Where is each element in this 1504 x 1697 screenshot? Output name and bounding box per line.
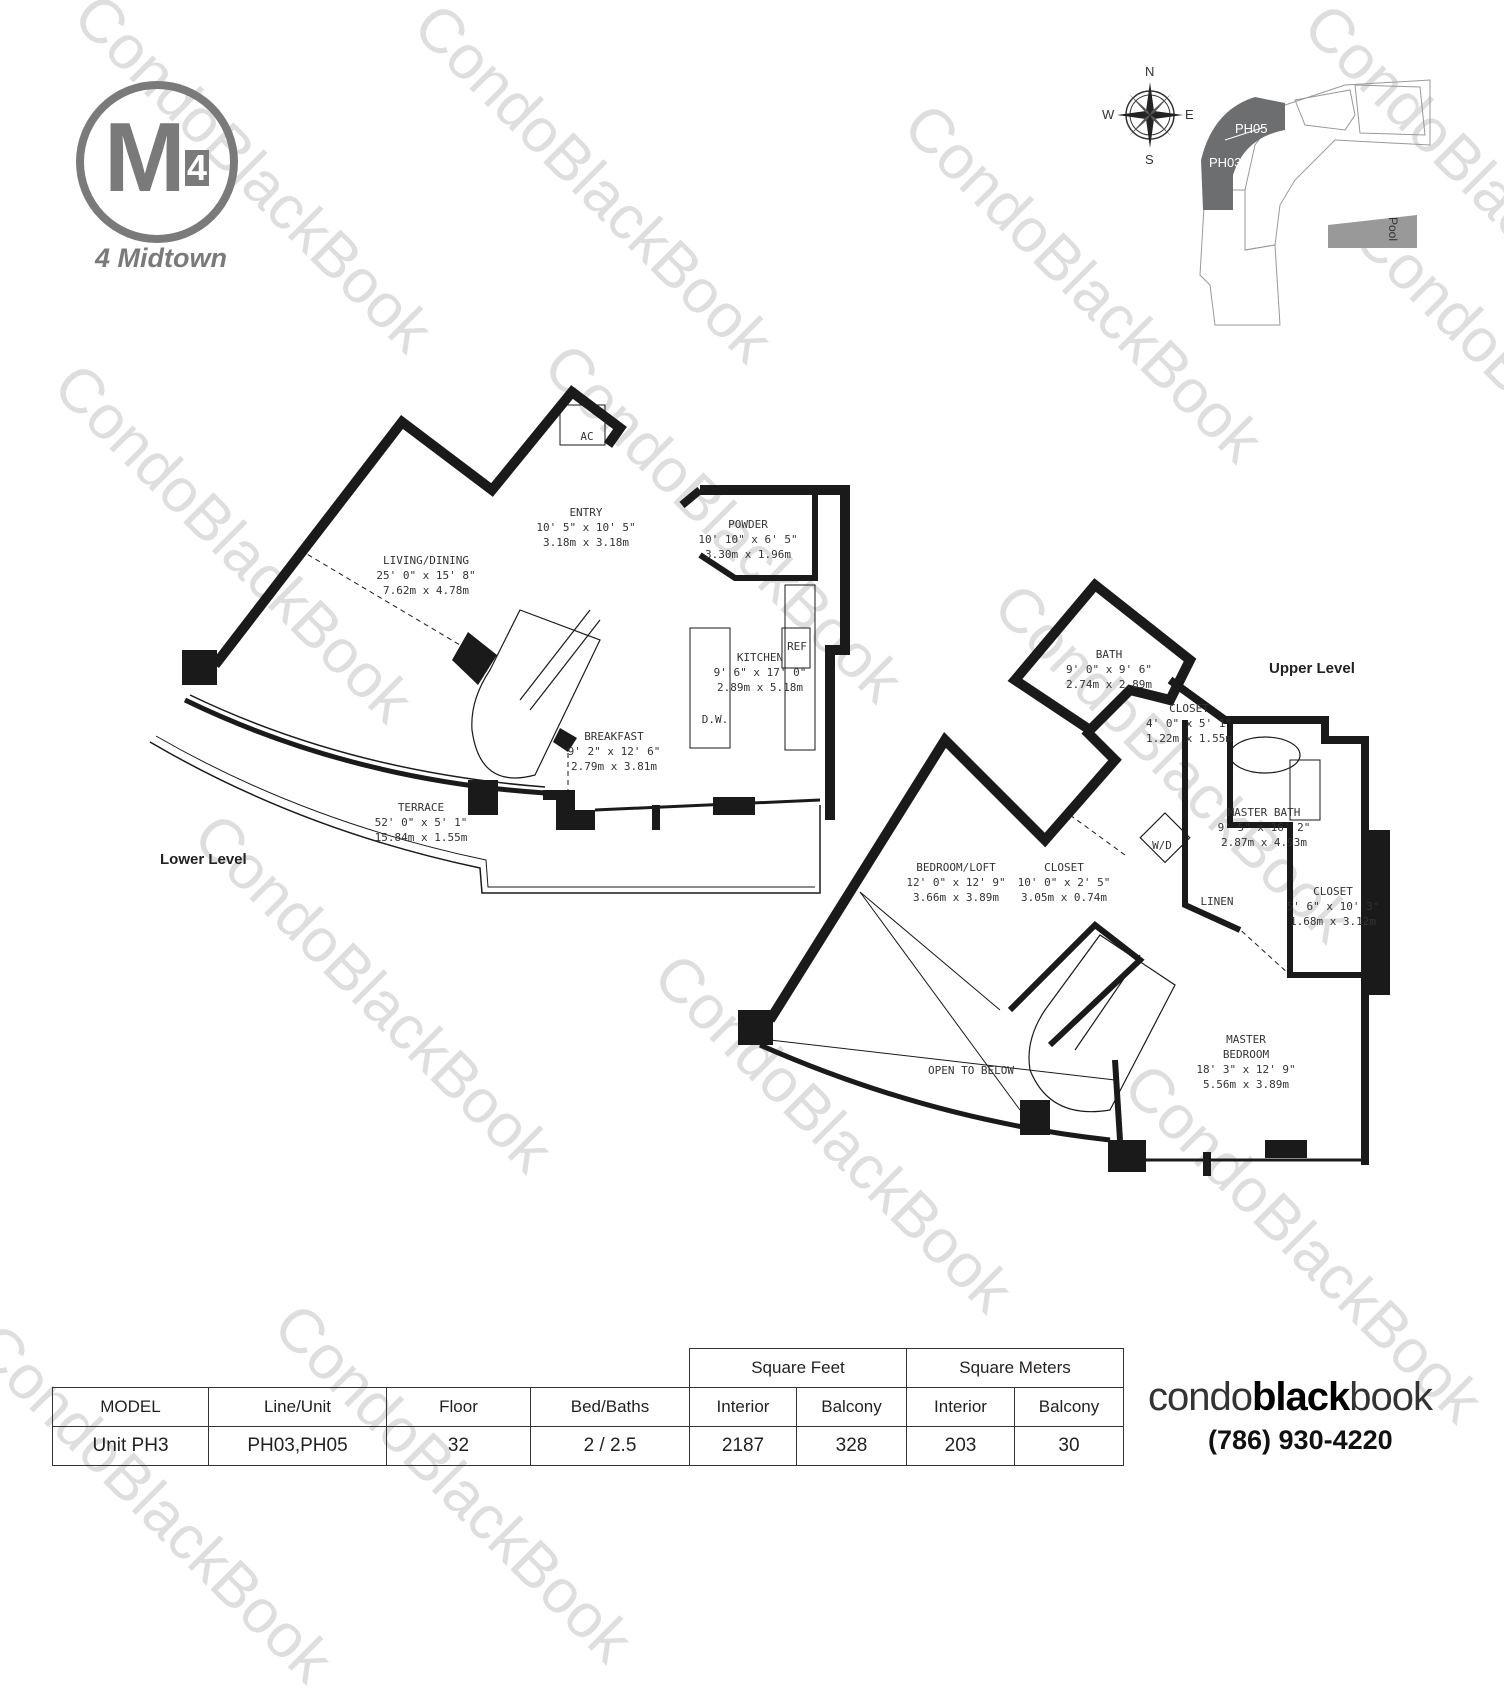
- compass-rose-icon: [1117, 82, 1183, 148]
- header-sqft-interior: Interior: [689, 1387, 797, 1427]
- header-bed-baths: Bed/Baths: [530, 1387, 690, 1427]
- fixture-washer-dryer: W/D: [1152, 839, 1172, 852]
- header-sqft-balcony: Balcony: [796, 1387, 907, 1427]
- lower-level-plan: [149, 385, 850, 894]
- header-sqm-balcony: Balcony: [1014, 1387, 1124, 1427]
- lower-staircase: [471, 609, 601, 779]
- header-model: MODEL: [52, 1387, 209, 1427]
- cell-sqm-balcony: 30: [1014, 1426, 1124, 1466]
- cell-model: Unit PH3: [52, 1426, 209, 1466]
- compass-north: N: [1145, 64, 1155, 79]
- lower-columns: [182, 632, 755, 830]
- cell-floor: 32: [386, 1426, 531, 1466]
- cell-bed-baths: 2 / 2.5: [530, 1426, 690, 1466]
- keyplan-highlight: [1201, 97, 1285, 210]
- phone-number[interactable]: (786) 930-4220: [1208, 1425, 1393, 1455]
- logo-letter: M: [104, 102, 186, 212]
- table-row: Unit PH3 PH03,PH05 32 2 / 2.5 2187 328 2…: [52, 1426, 1124, 1466]
- header-line-unit: Line/Unit: [208, 1387, 387, 1427]
- upper-level-label: Upper Level: [1269, 660, 1355, 677]
- keyplan-pool-label: Pool: [1386, 217, 1400, 241]
- key-plan: PH05 PH03 Pool: [1199, 79, 1431, 326]
- building-name: 4 Midtown: [95, 243, 227, 273]
- upper-columns: [738, 1010, 1307, 1176]
- keyplan-unit-ph03: PH03: [1209, 155, 1242, 170]
- compass-east: E: [1185, 107, 1194, 122]
- upper-level-plan: [758, 578, 1390, 1165]
- keyplan-unit-ph05: PH05: [1235, 121, 1268, 136]
- fixture-dishwasher: D.W.: [701, 713, 729, 726]
- floor-plan: [149, 385, 1390, 1176]
- fixture-ref: REF: [787, 640, 807, 653]
- keyplan-pool: [1328, 215, 1417, 248]
- cell-sqft-balcony: 328: [796, 1426, 907, 1466]
- fixture-ac: AC: [580, 430, 594, 443]
- unit-info-table: Square Feet Square Meters MODEL Line/Uni…: [52, 1348, 1124, 1466]
- cell-sqm-interior: 203: [906, 1426, 1015, 1466]
- cell-sqft-interior: 2187: [689, 1426, 797, 1466]
- compass-west: W: [1102, 107, 1115, 122]
- upper-staircase: [1028, 934, 1176, 1113]
- cell-line-unit: PH03,PH05: [208, 1426, 387, 1466]
- lower-level-label: Lower Level: [160, 851, 247, 868]
- group-header-sqft: Square Feet: [689, 1348, 907, 1388]
- header-floor: Floor: [386, 1387, 531, 1427]
- group-header-sqm: Square Meters: [906, 1348, 1124, 1388]
- compass-south: S: [1145, 152, 1154, 167]
- fixture-linen: LINEN: [1200, 895, 1234, 908]
- logo-number: 4: [185, 147, 210, 188]
- open-to-below-label: OPEN TO BELOW: [927, 1064, 1015, 1077]
- logo-circle: [76, 81, 238, 243]
- table-header-row: MODEL Line/Unit Floor Bed/Baths Interior…: [52, 1387, 1124, 1427]
- condoblackbook-logo: condoblackbook: [1148, 1375, 1433, 1419]
- header-sqm-interior: Interior: [906, 1387, 1015, 1427]
